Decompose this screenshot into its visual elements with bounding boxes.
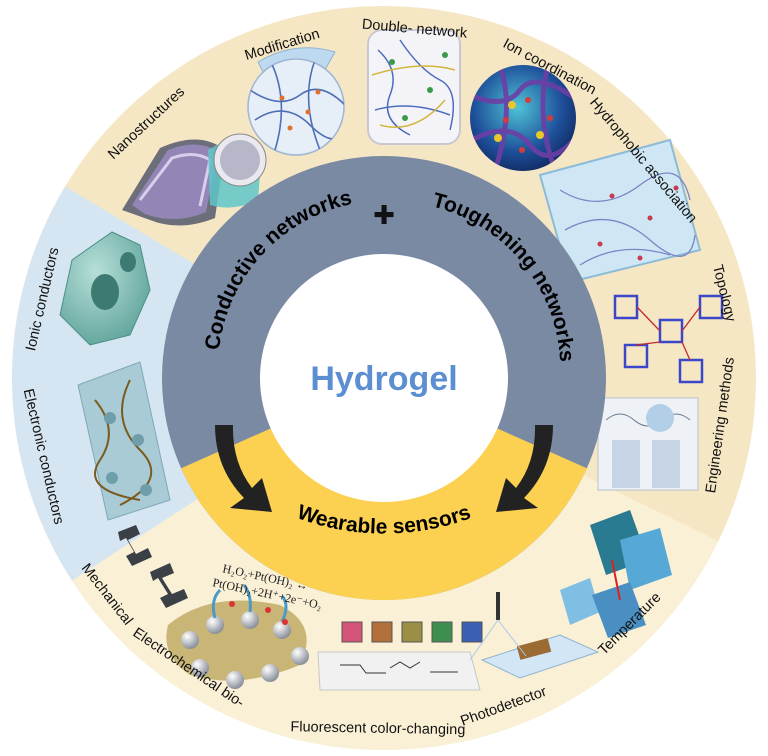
illustration-fluorescent-color-changing <box>317 621 483 691</box>
arrow-left <box>215 425 272 512</box>
illustration-engineering-methods <box>597 397 699 491</box>
illustration-electronic-conductors <box>77 361 171 521</box>
illustration-topology <box>613 294 724 384</box>
label-fluorescent-color-changing: Fluorescent color-changing <box>290 719 465 738</box>
illustration-temperature <box>560 510 672 638</box>
illustration-modification <box>247 47 345 156</box>
illustration-ion-coordination <box>470 65 576 171</box>
illustration-ionic-conductors <box>59 231 151 346</box>
center-disc <box>260 254 508 502</box>
illustration-mechanical <box>118 525 188 608</box>
center-title: Hydrogel <box>310 360 457 398</box>
illustration-photodetector <box>469 592 600 679</box>
illustration-double-network <box>367 29 461 145</box>
arrow-right <box>496 425 553 512</box>
plus-icon: ✚ <box>373 200 395 230</box>
illustration-electrochemical-bio <box>166 584 309 689</box>
illustration-hydrophobic-association <box>538 138 702 284</box>
illustration-nanostructures <box>122 133 267 226</box>
